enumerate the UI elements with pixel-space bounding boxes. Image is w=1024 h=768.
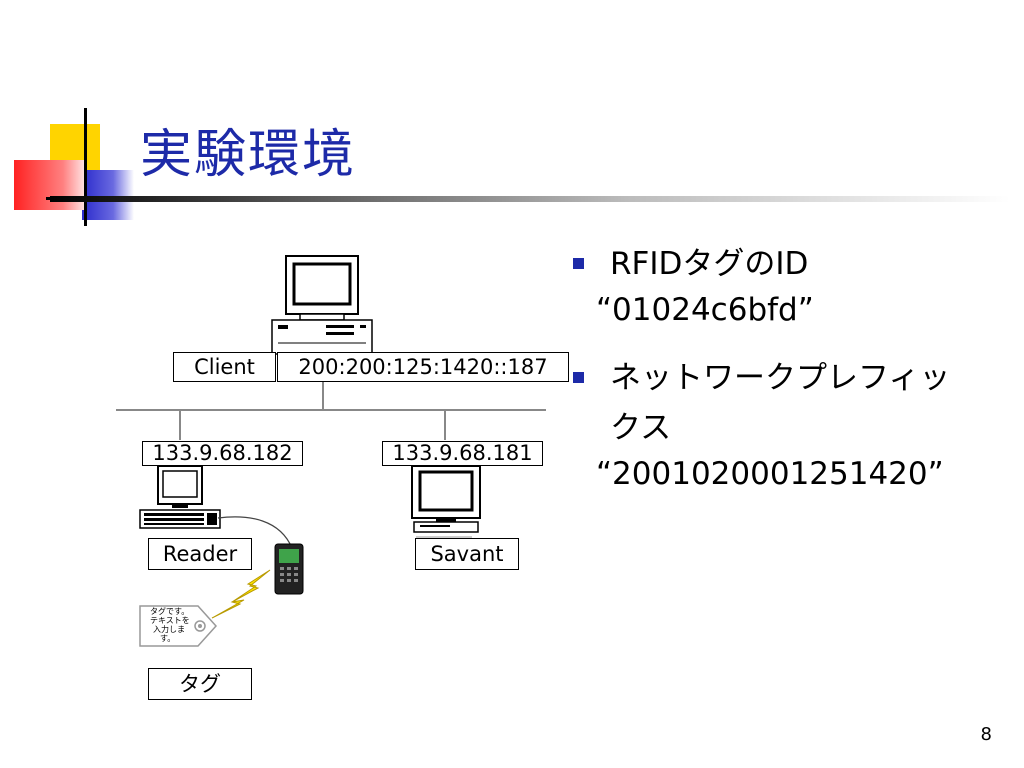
tag-note-line-2: テキストを: [150, 616, 190, 625]
bullet-1-label: RFIDタグのID: [610, 246, 809, 282]
tag-note-line-3: 入力しま: [153, 624, 185, 634]
client-label: Client: [173, 352, 276, 382]
bullet-1-value: “01024c6bfd”: [596, 292, 814, 328]
bullet-marker-1: [573, 258, 584, 269]
tag-note-line-4: す。: [160, 634, 175, 643]
lightning-bolt-icon: [211, 569, 271, 619]
bullet-2-label-line-1: ネットワークプレフィッ: [610, 360, 951, 396]
savant-address-label: 133.9.68.181: [382, 441, 543, 466]
savant-computer-icon: [411, 465, 481, 540]
deco-blue-square: [82, 170, 134, 220]
reader-computer-icon: [139, 465, 221, 529]
tag-label: タグ: [148, 668, 252, 700]
deco-vertical-line: [84, 108, 87, 226]
client-address-label: 200:200:125:1420::187: [277, 352, 569, 382]
rfid-handheld-icon: [274, 543, 304, 595]
tag-note-line-1: タグです。: [150, 606, 189, 616]
title-underline: [50, 196, 1010, 202]
bullet-2-label-line-2: クス: [610, 410, 672, 446]
bullet-2-value: “2001020001251420”: [596, 456, 944, 492]
page-number: 8: [980, 724, 992, 745]
savant-label: Savant: [415, 538, 519, 570]
bullet-marker-2: [573, 372, 584, 383]
client-computer-icon: [271, 255, 373, 355]
reader-label: Reader: [148, 538, 252, 570]
slide-title: 実験環境: [140, 125, 357, 185]
rfid-tag-icon: タグです。 テキストを 入力しま す。: [139, 605, 218, 647]
reader-address-label: 133.9.68.182: [142, 441, 303, 466]
reader-cable: [217, 516, 293, 549]
